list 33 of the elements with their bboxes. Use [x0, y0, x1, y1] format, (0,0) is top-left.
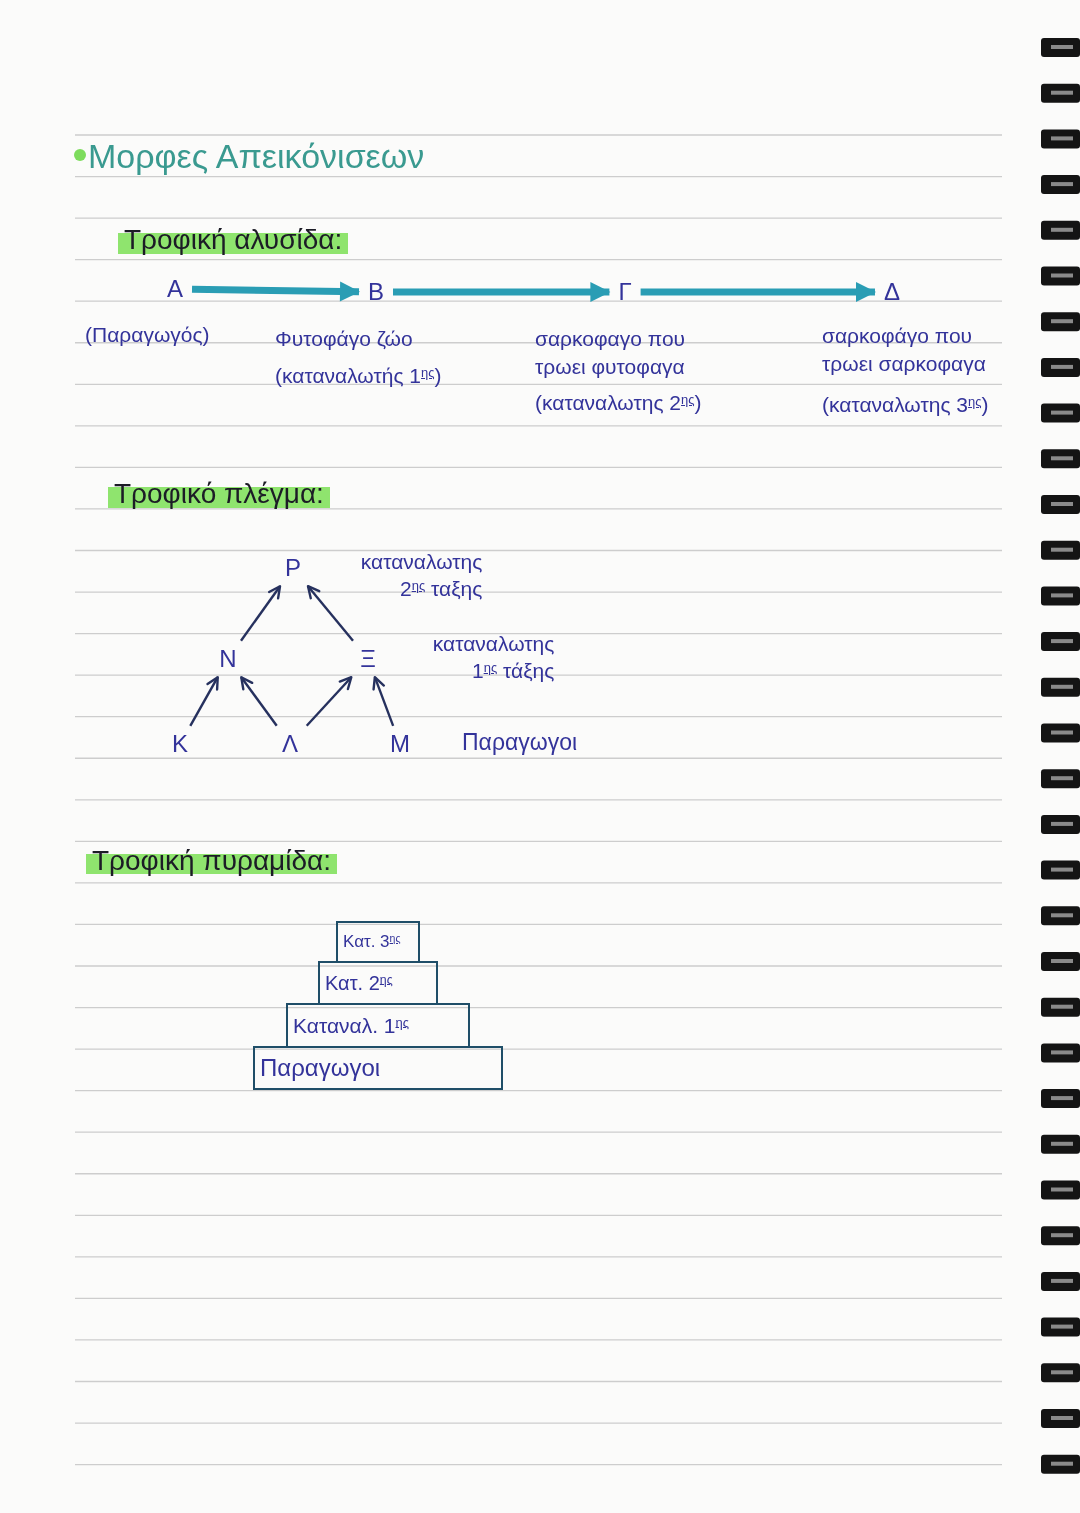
- pyramid-level: Παραγωγοι: [253, 1046, 503, 1090]
- arrow: [640, 282, 876, 302]
- arrow: [306, 585, 354, 642]
- arrow: [240, 585, 282, 642]
- node-letter: Α: [161, 273, 189, 305]
- page-title: Μορφες Απεικόνισεων: [88, 137, 425, 176]
- node-letter: Β: [362, 276, 390, 308]
- level-label: καταναλωτης 1$^{ης}$ τάξης: [431, 631, 555, 684]
- node-letter: Ν: [213, 643, 243, 675]
- node-letter: Γ: [612, 276, 638, 308]
- node-description: (καταναλωτής 1$^{ης}$): [275, 363, 442, 389]
- pyramid-level: Καταναλ. 1$^{ης}$: [286, 1003, 470, 1048]
- node-description: (Παραγωγός): [85, 322, 210, 348]
- arrow: [305, 676, 353, 727]
- node-description: (καταναλωτης 3$^{ης}$): [822, 392, 989, 418]
- node-description: σαρκοφαγο που τρωει φυτοφαγα: [535, 326, 687, 380]
- pyramid-level: Κατ. 3$^{ης}$: [336, 921, 420, 963]
- pyramid-level: Κατ. 2$^{ης}$: [318, 961, 438, 1005]
- node-description: Φυτοφάγο ζώο: [275, 326, 413, 352]
- node-letter: Δ: [878, 276, 906, 308]
- level-label: καταναλωτης 2$^{ης}$ ταξης: [359, 549, 483, 602]
- arrow: [191, 281, 360, 302]
- arrow: [240, 676, 278, 727]
- node-letter: Μ: [384, 728, 416, 760]
- node-letter: Κ: [166, 728, 194, 760]
- arrow: [189, 676, 219, 727]
- arrow: [372, 676, 395, 727]
- node-letter: Ρ: [279, 552, 307, 584]
- level-label: Παραγωγοι: [462, 729, 578, 756]
- node-letter: Ξ: [354, 643, 382, 675]
- node-letter: Λ: [276, 728, 304, 760]
- node-description: (καταναλωτης 2$^{ης}$): [535, 390, 702, 416]
- node-description: σαρκοφάγο που τρωει σαρκοφαγα: [822, 323, 987, 377]
